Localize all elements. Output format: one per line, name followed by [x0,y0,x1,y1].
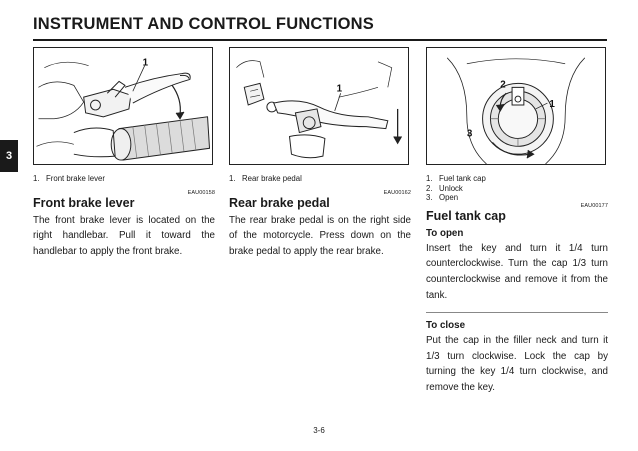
section-title: Rear brake pedal [229,195,330,210]
caption-text: Fuel tank cap [439,174,486,183]
front-brake-lever-figure: 1 [33,47,213,165]
fuel-cap-captions: 1. Fuel tank cap 2. Unlock 3. Open [426,174,608,203]
section-title: Front brake lever [33,195,135,210]
rear-brake-pedal-figure: 1 [229,47,409,165]
rear-brake-pedal-illustration: 1 [236,60,403,159]
page-title: INSTRUMENT AND CONTROL FUNCTIONS [33,15,374,33]
section-body: The rear brake pedal is on the right sid… [229,214,411,257]
fuel-cap-callout-3: 3 [467,128,473,139]
page-number: 3-6 [313,426,325,435]
section-code: EAU00158 [187,189,215,196]
caption-number: 1. [33,174,40,183]
title-rule [33,39,607,41]
section-body: The front brake lever is located on the … [33,214,215,257]
caption-text: Front brake lever [46,174,105,183]
front-brake-column: 1. Front brake lever EAU00158 Front brak… [33,174,215,259]
section-title: Fuel tank cap [426,208,506,223]
fuel-cap-callout-1: 1 [549,99,555,110]
fuel-cap-column: 1. Fuel tank cap 2. Unlock 3. Open EAU00… [426,174,608,396]
caption-text: Unlock [439,183,463,193]
caption-item: 1. Fuel tank cap [426,174,608,184]
caption-number: 1. [229,174,236,183]
caption-text: Open [439,193,459,203]
caption-item: 1. Rear brake pedal [229,174,411,184]
section-code: EAU00162 [383,189,411,196]
rear-brake-column: 1. Rear brake pedal EAU00162 Rear brake … [229,174,411,259]
section-divider: To close Put the cap in the filler neck … [426,312,608,395]
caption-item: 1. Front brake lever [33,174,215,184]
fuel-tank-cap-figure: 2 1 3 [426,47,606,165]
caption-number: 3. [426,193,433,203]
open-body: Insert the key and turn it 1/4 turn coun… [426,242,608,301]
close-subtitle: To close [426,320,466,332]
open-subtitle: To open [426,227,464,239]
section-code: EAU00177 [580,202,608,209]
rear-brake-callout-1: 1 [337,83,343,94]
fuel-cap-callout-2: 2 [500,79,506,90]
caption-number: 2. [426,183,433,193]
rear-brake-captions: 1. Rear brake pedal [229,174,411,184]
fuel-tank-cap-illustration: 2 1 3 [446,57,586,164]
caption-text: Rear brake pedal [242,174,302,183]
caption-item: 3. Open [426,193,608,203]
caption-number: 1. [426,174,433,183]
caption-item: 2. Unlock [426,184,608,194]
close-body: Put the cap in the filler neck and turn … [426,335,608,393]
chapter-tab: 3 [0,140,18,172]
front-brake-lever-illustration: 1 [36,58,211,161]
front-brake-callout-1: 1 [143,58,149,69]
front-brake-captions: 1. Front brake lever [33,174,215,184]
